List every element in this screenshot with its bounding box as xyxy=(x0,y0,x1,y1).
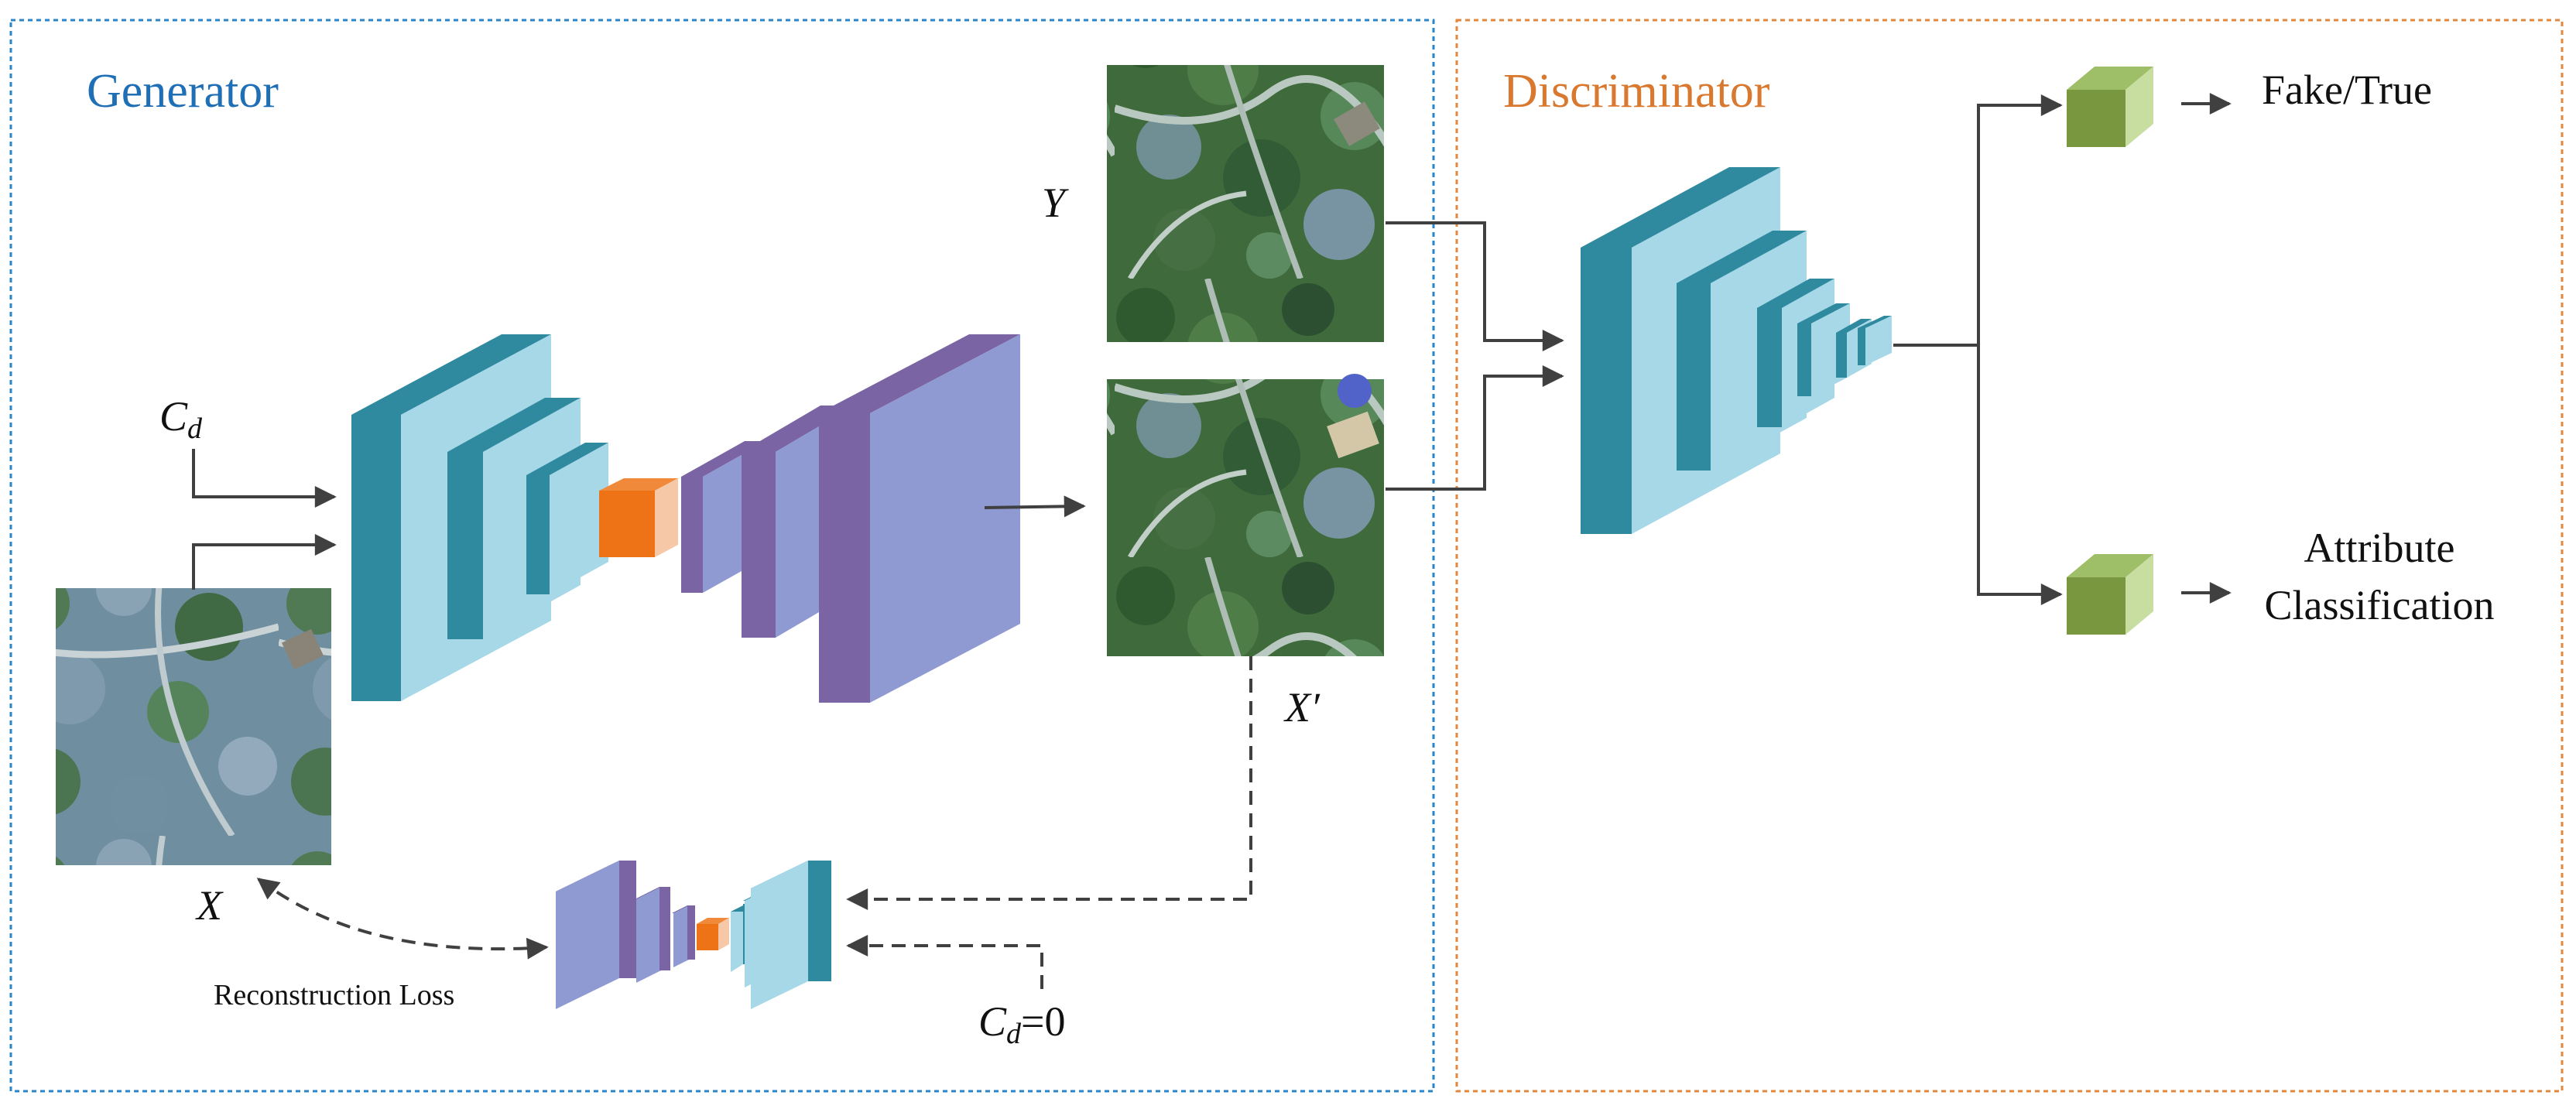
generator-title: Generator xyxy=(87,65,279,118)
arrow-y-to-discriminator xyxy=(1386,221,1564,351)
discriminator-title: Discriminator xyxy=(1503,65,1770,118)
label-y: Y xyxy=(1042,180,1069,226)
generator-decoder xyxy=(681,334,1020,703)
label-fake-true: Fake/True xyxy=(2262,67,2432,113)
label-cd0: Cd=0 xyxy=(978,998,1066,1050)
label-reconstruction-loss: Reconstruction Loss xyxy=(214,979,454,1011)
arrow-to-fake-true-head xyxy=(1893,94,2063,347)
generator-bottleneck xyxy=(599,478,678,557)
label-xprime: X′ xyxy=(1283,684,1321,731)
arrow-cd-to-generator xyxy=(192,449,337,508)
discriminator-panel xyxy=(1455,19,2564,1093)
reconstruction-network xyxy=(556,861,831,1009)
generated-image-xprime xyxy=(1107,374,1384,656)
label-x: X xyxy=(195,882,224,929)
input-image-x xyxy=(56,588,331,865)
fake-true-head xyxy=(2067,67,2153,147)
dashed-arrow-xprime-to-reconstruction xyxy=(846,656,1252,910)
generator-encoder xyxy=(351,334,608,701)
dashed-arrow-reconstruction-loss xyxy=(256,878,549,960)
generator-panel xyxy=(9,19,1435,1093)
label-attribute: Attribute xyxy=(2304,525,2455,571)
attribute-head xyxy=(2067,554,2153,635)
label-cd: Cd xyxy=(159,393,203,445)
arrow-generator-to-xprime xyxy=(984,495,1086,518)
label-classification: Classification xyxy=(2265,582,2495,628)
arrow-x-to-generator xyxy=(192,534,337,590)
discriminator-network xyxy=(1581,167,1892,534)
dashed-arrow-cd0-to-reconstruction xyxy=(846,935,1043,989)
arrow-to-attribute-head xyxy=(1977,345,2063,605)
target-image-y xyxy=(1107,65,1384,342)
arrow-xprime-to-discriminator xyxy=(1386,365,1564,491)
